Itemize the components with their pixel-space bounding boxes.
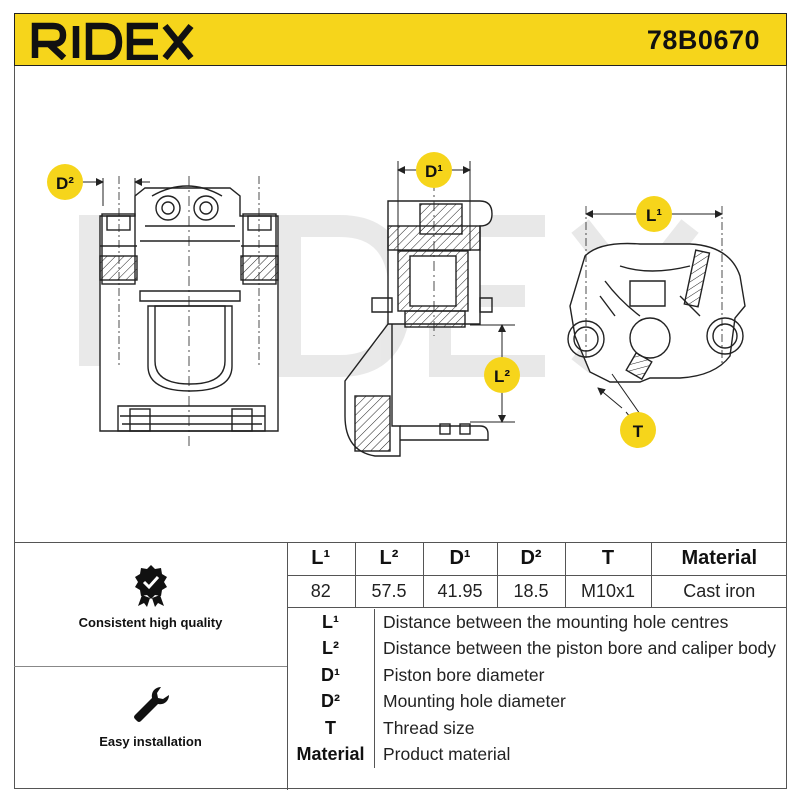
badge-d2-label: D² — [56, 174, 74, 193]
legend: L¹ Distance between the mounting hole ce… — [287, 607, 787, 790]
part-number: 78B0670 — [646, 25, 760, 55]
content-frame — [14, 66, 787, 789]
legend-desc: Distance between the mounting hole centr… — [383, 611, 729, 632]
legend-row: L¹ Distance between the mounting hole ce… — [287, 609, 787, 636]
header-bar: 78B0670 — [14, 13, 787, 66]
spec-value-row: 82 57.5 41.95 18.5 M10x1 Cast iron — [287, 574, 787, 608]
legend-desc: Thread size — [383, 717, 475, 738]
legend-row: D¹ Piston bore diameter — [287, 662, 787, 689]
legend-key: L² — [287, 635, 375, 662]
legend-key: D² — [287, 688, 375, 715]
spec-section: Consistent high quality Easy installatio… — [14, 542, 787, 790]
badge-t: T — [620, 412, 656, 448]
feature-quality-label: Consistent high quality — [78, 615, 223, 630]
legend-row: L² Distance between the piston bore and … — [287, 635, 787, 662]
badge-l1: L¹ — [636, 196, 672, 232]
spec-value-t: M10x1 — [564, 574, 652, 608]
badge-l2: L² — [484, 357, 520, 393]
badge-d2: D² — [47, 164, 83, 200]
quality-badge-icon — [134, 565, 167, 607]
caliper-section-view — [344, 161, 493, 457]
wrench-icon — [133, 686, 169, 722]
legend-desc: Mounting hole diameter — [383, 691, 566, 712]
legend-key: L¹ — [287, 609, 375, 636]
badge-d1-label: D¹ — [425, 162, 443, 181]
badge-d1: D¹ — [416, 152, 452, 188]
legend-desc: Product material — [383, 744, 511, 765]
ridex-logo — [31, 22, 194, 60]
spec-value-d1: 41.95 — [422, 574, 498, 608]
caliper-front-view — [99, 176, 279, 446]
spec-header-l2: L² — [354, 543, 424, 576]
spec-header-material: Material — [650, 543, 787, 576]
spec-header-t: T — [564, 543, 652, 576]
spec-value-material: Cast iron — [650, 574, 787, 608]
spec-header-l1: L¹ — [287, 543, 356, 576]
spec-table: L¹ L² D¹ D² T Material 82 57.5 41.95 18.… — [287, 543, 787, 608]
spec-value-l2: 57.5 — [354, 574, 424, 608]
legend-row: Material Product material — [287, 741, 787, 768]
spec-header-d1: D¹ — [422, 543, 498, 576]
feature-quality: Consistent high quality — [14, 563, 287, 663]
spec-value-l1: 82 — [287, 574, 356, 608]
feature-installation: Easy installation — [14, 680, 287, 780]
d2-dimension — [80, 178, 150, 206]
technical-drawing: D² D¹ L² L¹ T — [47, 152, 746, 457]
badge-l1-label: L¹ — [646, 206, 662, 225]
spec-header-row: L¹ L² D¹ D² T Material — [287, 543, 787, 576]
legend-row: T Thread size — [287, 715, 787, 742]
legend-key: D¹ — [287, 662, 375, 689]
legend-key: Material — [287, 741, 375, 768]
badge-t-label: T — [633, 422, 644, 441]
badge-l2-label: L² — [494, 367, 510, 386]
vertical-divider — [287, 543, 288, 790]
legend-desc: Distance between the piston bore and cal… — [383, 638, 777, 659]
legend-row: D² Mounting hole diameter — [287, 688, 787, 715]
legend-desc: Piston bore diameter — [383, 664, 545, 685]
feature-installation-label: Easy installation — [99, 734, 202, 749]
legend-key: T — [287, 715, 375, 742]
spec-value-d2: 18.5 — [496, 574, 566, 608]
caliper-rear-view — [567, 206, 746, 383]
spec-header-d2: D² — [496, 543, 566, 576]
feature-divider — [14, 666, 287, 667]
